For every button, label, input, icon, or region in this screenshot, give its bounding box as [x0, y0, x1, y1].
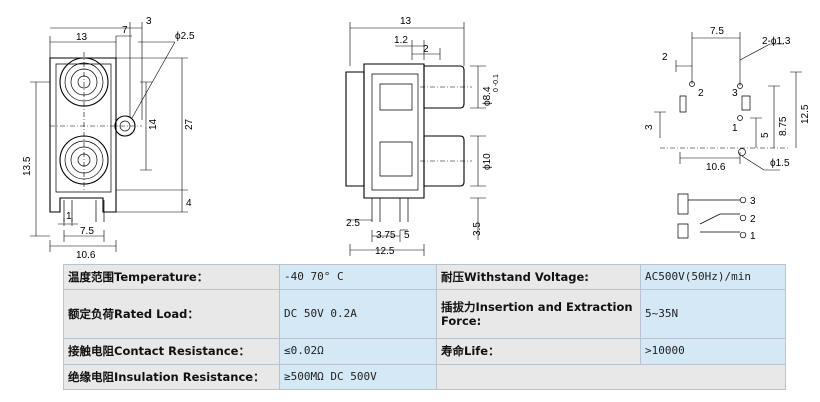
spec-table: 温度范围Temperature： -40 70° C 耐压Withstand V…	[63, 263, 786, 391]
pin-label: 3	[750, 196, 756, 207]
dim-label: 0 -0.1	[493, 74, 500, 92]
insulation-resistance-label: 绝缘电阻Insulation Resistance：	[63, 363, 280, 391]
dim-label: 2	[698, 88, 704, 99]
dim-label: ϕ2.5	[175, 31, 195, 42]
dim-label: 4	[186, 198, 192, 209]
dim-label: 10.6	[76, 250, 96, 261]
insulation-resistance-value: ≥500MΩ DC 500V	[279, 363, 437, 391]
dim-label: 10.6	[706, 162, 726, 173]
side-view-drawing: 13 1.2 2 ϕ8.4 0 -0.1 ϕ10 2.5 3.75 5 12.5…	[345, 16, 500, 257]
dim-label: 7.5	[710, 26, 724, 37]
dim-label: 8.75	[778, 116, 789, 136]
insertion-force-value: 5~35N	[640, 289, 786, 340]
empty-cell	[436, 363, 786, 391]
dim-label: 2	[423, 44, 429, 55]
dim-label: 14	[148, 118, 159, 130]
dim-label: 1	[66, 211, 72, 222]
life-label: 寿命Life：	[436, 338, 641, 365]
life-value: >10000	[640, 338, 786, 365]
dim-label: 27	[184, 118, 195, 130]
technical-drawings: 13 3 7 ϕ2.5 14 27 13.5 4 1 7.5 10.6 13 1…	[22, 16, 811, 261]
dim-label: 3	[732, 88, 738, 99]
table-row: 绝缘电阻Insulation Resistance： ≥500MΩ DC 500…	[63, 363, 786, 391]
withstand-voltage-value: AC500V(50Hz)/min	[640, 263, 786, 291]
dim-label: 13	[76, 32, 88, 43]
insertion-force-label: 插拔力Insertion and Extraction Force:	[436, 289, 641, 340]
dim-label: ϕ10	[482, 153, 493, 170]
pcb-layout-drawing: 7.5 2-ϕ1.3 2 3 2 1 3 5 8.75 12.5 10.6 ϕ1…	[644, 26, 811, 173]
rated-load-value: DC 50V 0.2A	[279, 289, 437, 340]
dim-label: 5	[404, 230, 410, 241]
dim-label: 1.2	[394, 35, 408, 46]
pin-label: 2	[750, 214, 756, 225]
dim-label: 3	[644, 124, 655, 130]
dim-label: 7	[122, 25, 128, 36]
table-row: 接触电阻Contact Resistance： ≤0.02Ω 寿命Life： >…	[63, 338, 786, 365]
table-row: 额定负荷Rated Load： DC 50V 0.2A 插拔力Insertion…	[63, 289, 786, 340]
temperature-label: 温度范围Temperature：	[63, 263, 280, 291]
front-view-drawing: 13 3 7 ϕ2.5 14 27 13.5 4 1 7.5 10.6	[22, 16, 195, 261]
rated-load-label: 额定负荷Rated Load：	[63, 289, 280, 340]
dim-label: 3	[146, 16, 152, 27]
dim-label: 2	[662, 52, 668, 63]
dim-label: 2-ϕ1.3	[762, 36, 791, 47]
dim-label: 13	[400, 16, 412, 27]
dim-label: 3.5	[472, 222, 483, 236]
dim-label: 13.5	[22, 156, 33, 176]
contact-resistance-label: 接触电阻Contact Resistance：	[63, 338, 280, 365]
dim-label: 3.75	[376, 230, 396, 241]
dim-label: ϕ8.4	[482, 86, 493, 106]
dim-label: 2.5	[346, 218, 360, 229]
dim-label: 12.5	[375, 246, 395, 257]
dim-label: 1	[732, 123, 738, 134]
table-row: 温度范围Temperature： -40 70° C 耐压Withstand V…	[63, 263, 786, 291]
pin-label: 1	[750, 231, 756, 242]
temperature-value: -40 70° C	[279, 263, 437, 291]
pin-schematic: 3 2 1	[677, 193, 756, 242]
withstand-voltage-label: 耐压Withstand Voltage:	[436, 263, 641, 291]
dim-label: 5	[760, 132, 771, 138]
contact-resistance-value: ≤0.02Ω	[279, 338, 437, 365]
dim-label: 7.5	[80, 226, 94, 237]
dim-label: 12.5	[800, 104, 811, 124]
dim-label: ϕ1.5	[770, 158, 790, 169]
